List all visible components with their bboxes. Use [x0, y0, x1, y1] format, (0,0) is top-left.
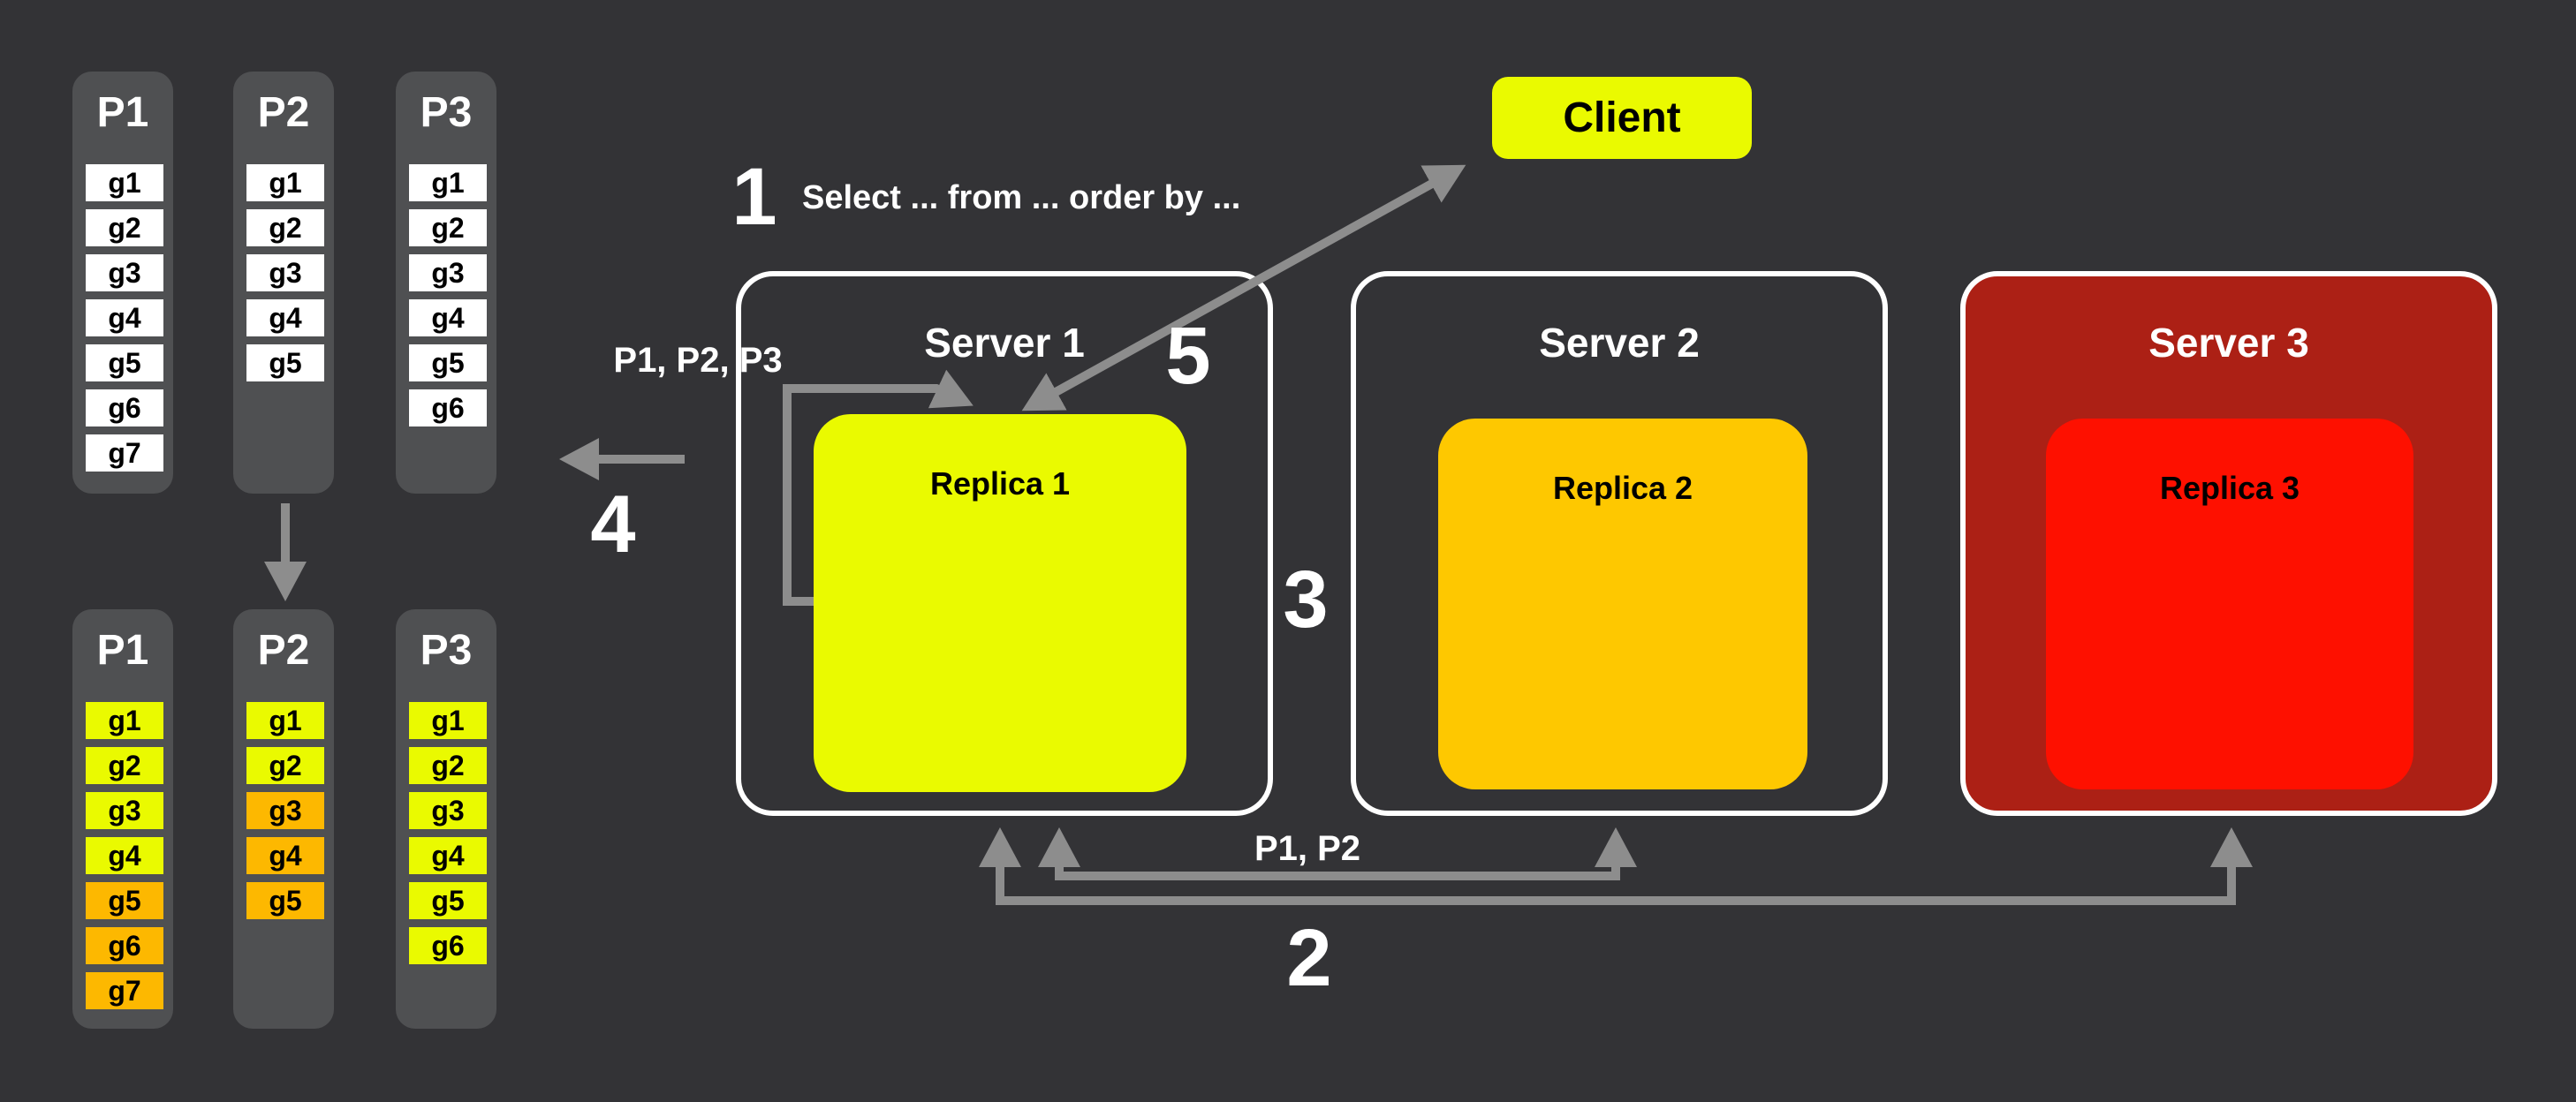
- partition-cell-list: g1 g2 g3 g4 g5 g6 g7: [86, 164, 163, 479]
- partition-cell-g3: g3: [86, 254, 163, 291]
- partition-title: P1: [96, 89, 149, 136]
- partition-cell-g1: g1: [246, 164, 324, 201]
- partition-cell-list: g1 g2 g3 g4 g5 g6: [409, 164, 487, 434]
- partition-column-p1-after: P1 g1 g2 g3 g4 g5 g6 g7: [72, 609, 173, 1029]
- partition-cell-g3: g3: [246, 792, 324, 829]
- partition-cell-g5: g5: [246, 344, 324, 381]
- partition-cell-g2: g2: [246, 209, 324, 246]
- partition-column-p2-after: P2 g1 g2 g3 g4 g5: [233, 609, 334, 1029]
- partition-cell-g4: g4: [86, 299, 163, 336]
- replica-1-label: Replica 1: [929, 465, 1071, 502]
- partition-cell-g3: g3: [409, 254, 487, 291]
- partition-cell-g1: g1: [246, 702, 324, 739]
- replica-2-box: Replica 2: [1438, 419, 1807, 789]
- partition-cell-g2: g2: [86, 747, 163, 784]
- partition-cell-g6: g6: [409, 927, 487, 964]
- partition-cell-g6: g6: [86, 927, 163, 964]
- client-box: Client: [1492, 77, 1752, 159]
- partition-column-p2-before: P2 g1 g2 g3 g4 g5: [233, 72, 334, 494]
- step-5-number: 5: [1165, 311, 1211, 401]
- partition-cell-list: g1 g2 g3 g4 g5: [246, 702, 324, 927]
- partition-column-p3-before: P3 g1 g2 g3 g4 g5 g6: [396, 72, 496, 494]
- partition-title: P2: [257, 627, 310, 674]
- server-3-title: Server 3: [2148, 320, 2309, 366]
- partition-cell-g3: g3: [246, 254, 324, 291]
- step-4-number: 4: [590, 479, 636, 570]
- partition-cell-g2: g2: [246, 747, 324, 784]
- step-2-number: 2: [1286, 913, 1332, 1003]
- step-1-query-text: Select ... from ... order by ...: [802, 179, 1241, 216]
- partition-cell-g5: g5: [409, 882, 487, 919]
- partition-cell-g2: g2: [86, 209, 163, 246]
- server-3-box: Server 3 Replica 3: [1960, 271, 2497, 816]
- replica-3-box: Replica 3: [2046, 419, 2413, 789]
- partition-cell-list: g1 g2 g3 g4 g5 g6: [409, 702, 487, 972]
- partition-cell-g6: g6: [409, 389, 487, 426]
- partition-title: P3: [420, 89, 473, 136]
- partition-cell-g7: g7: [86, 434, 163, 472]
- partition-title: P1: [96, 627, 149, 674]
- partition-cell-g1: g1: [86, 164, 163, 201]
- replication-partitions-label: P1, P2: [1254, 829, 1361, 868]
- partition-cell-g5: g5: [86, 882, 163, 919]
- replica-3-label: Replica 3: [2159, 470, 2300, 506]
- replication-arrow-server1-server3: [978, 827, 2253, 905]
- partition-cell-g1: g1: [409, 164, 487, 201]
- server-2-title: Server 2: [1539, 320, 1700, 366]
- partition-cell-g3: g3: [86, 792, 163, 829]
- partition-cell-g4: g4: [409, 837, 487, 874]
- partition-cell-g5: g5: [246, 882, 324, 919]
- partition-cell-g2: g2: [409, 747, 487, 784]
- step-3-number: 3: [1283, 555, 1329, 645]
- partition-cell-g4: g4: [86, 837, 163, 874]
- partition-cell-list: g1 g2 g3 g4 g5: [246, 164, 324, 389]
- client-label: Client: [1563, 94, 1681, 141]
- step-1-number: 1: [731, 152, 777, 242]
- partition-cell-g5: g5: [86, 344, 163, 381]
- partition-column-p1-before: P1 g1 g2 g3 g4 g5 g6 g7: [72, 72, 173, 494]
- partition-cell-g4: g4: [409, 299, 487, 336]
- partition-cell-list: g1 g2 g3 g4 g5 g6 g7: [86, 702, 163, 1017]
- partition-column-p3-after: P3 g1 g2 g3 g4 g5 g6: [396, 609, 496, 1029]
- partition-cell-g1: g1: [409, 702, 487, 739]
- replica-1-box: Replica 1: [814, 414, 1186, 792]
- partition-title: P2: [257, 89, 310, 136]
- partition-cell-g5: g5: [409, 344, 487, 381]
- partition-stream-label: P1, P2, P3: [613, 341, 783, 380]
- partition-cell-g6: g6: [86, 389, 163, 426]
- partition-cell-g7: g7: [86, 972, 163, 1009]
- partition-cell-g2: g2: [409, 209, 487, 246]
- partition-cell-g4: g4: [246, 299, 324, 336]
- partition-cell-g1: g1: [86, 702, 163, 739]
- server-2-box: Server 2 Replica 2: [1351, 271, 1888, 816]
- replica-2-label: Replica 2: [1552, 470, 1693, 506]
- partition-cell-g4: g4: [246, 837, 324, 874]
- partition-title: P3: [420, 627, 473, 674]
- partition-cell-g3: g3: [409, 792, 487, 829]
